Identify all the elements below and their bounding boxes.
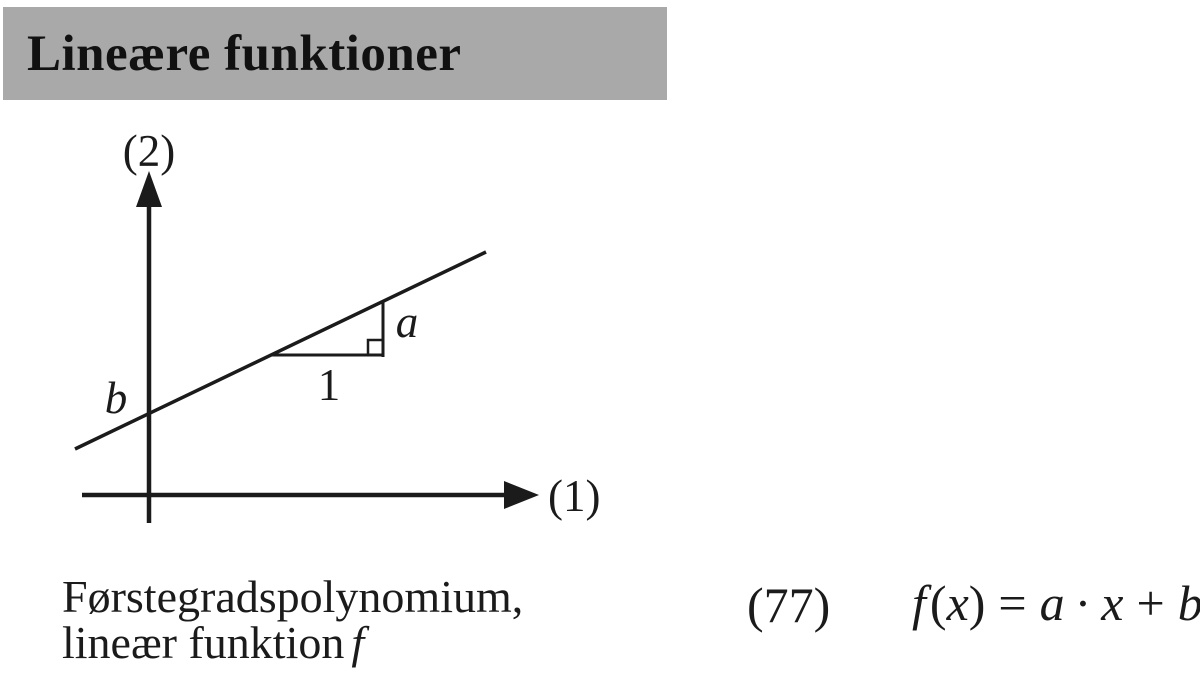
y-axis-label: (2) — [123, 126, 175, 176]
formula-plus-sign: + — [1136, 575, 1165, 631]
x-axis-label: (1) — [548, 471, 600, 521]
y-axis-arrowhead-icon — [136, 171, 162, 207]
function-line — [74, 250, 487, 451]
right-angle-marker — [366, 338, 385, 357]
formula-f: f — [912, 575, 926, 631]
formula-close-paren: ) — [968, 575, 986, 631]
function-symbol-f: f — [351, 617, 365, 668]
equation-number: (77) — [747, 577, 831, 633]
section-title: Lineære funktioner — [27, 25, 462, 82]
formula-a: a — [1039, 575, 1065, 631]
formula-x2: x — [1101, 575, 1124, 631]
formula-x: x — [946, 575, 969, 631]
formula-multiplication-dot: · — [1074, 575, 1092, 631]
caption-line-1: Førstegradspolynomium, — [62, 571, 524, 622]
run-label: 1 — [318, 360, 341, 410]
x-axis-arrowhead-icon — [504, 481, 539, 509]
formula-equals-sign: = — [998, 575, 1027, 631]
formula-b: b — [1178, 574, 1200, 632]
rise-label: a — [396, 297, 419, 347]
intercept-label: b — [105, 373, 128, 423]
equation-formula: f ( x ) = a · x + b — [912, 574, 1200, 632]
caption-line-2-text: lineær funktion — [62, 617, 345, 668]
section-header-bar: Lineære funktioner — [3, 7, 667, 100]
formula-open-paren: ( — [929, 575, 947, 631]
